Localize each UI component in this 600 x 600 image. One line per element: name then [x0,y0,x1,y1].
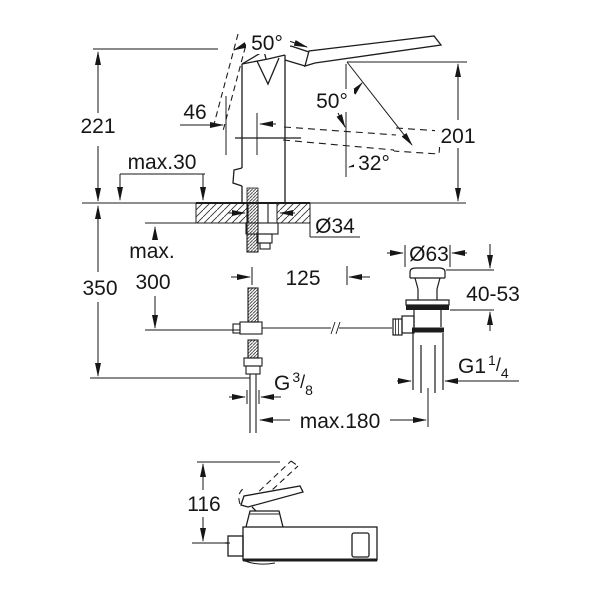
label-spout-reach: 125 [285,267,320,290]
aerator-window [351,532,370,558]
side-view [225,460,378,565]
faucet-lever [284,35,443,67]
label-flange-diameter: Ø63 [409,243,449,266]
lever-open-ghost [212,33,249,132]
supply-stub [227,535,244,557]
side-lever [240,485,304,508]
label-spout-height: 201 [440,125,475,148]
label-hole-diameter: Ø34 [315,215,355,238]
label-side-height: 116 [187,493,220,516]
label-hose-max-line2: 300 [135,271,170,294]
label-mounting-range: 40-53 [466,283,520,306]
side-dome [245,510,284,528]
label-rod-reach-max: max.180 [300,410,381,433]
counter-deck [82,202,466,238]
side-spout-body [242,526,378,561]
label-hose-max-line1: max. [129,240,175,263]
label-deck-thickness-max: max.30 [128,151,197,174]
label-total-below-deck: 350 [82,277,117,300]
shank-upper [246,187,259,204]
label-spout-angle: 50° [316,90,348,113]
waste-valve [392,267,450,393]
front-view [212,33,443,204]
label-body-depth: 46 [183,101,206,124]
lever-down-ghost [282,126,442,155]
side-lever-ghost [238,460,299,505]
label-lever-down-angle: 32° [358,152,390,175]
mounting-shank-assembly [232,202,392,433]
label-lever-open-angle: 50° [251,32,283,55]
dimension-labels: 50° 50° 32° 201 221 46 max.30 Ø34 max. 3… [75,31,525,516]
label-total-height: 221 [80,115,115,138]
angle-references [225,61,467,177]
